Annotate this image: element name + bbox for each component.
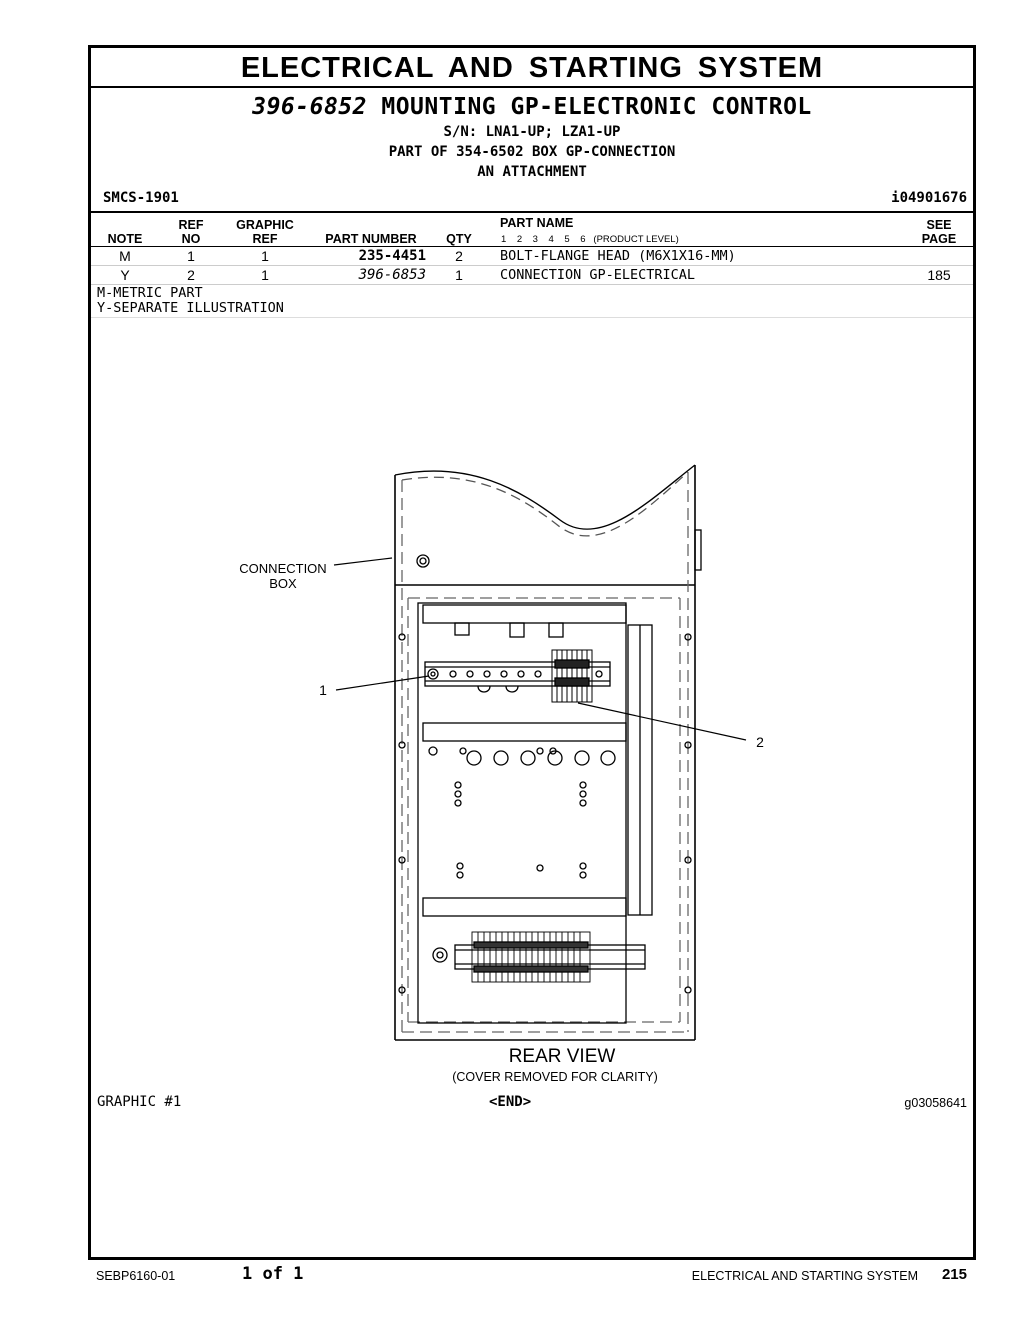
row-graphic-ref: 1 [261,267,269,283]
table-top-rule [91,211,973,213]
row-ref-no: 2 [187,267,195,283]
row-part-number[interactable]: 396-6853 [358,267,426,283]
header-product-levels: 1 2 3 4 5 6 (PRODUCT LEVEL) [501,234,679,245]
note-metric: M-METRIC PART [97,285,203,301]
smcs-code: SMCS-1901 [103,190,179,206]
row-qty: 1 [455,267,463,283]
callout-2: 2 [756,734,764,750]
row-see-page[interactable]: 185 [927,267,951,283]
view-title: REAR VIEW [509,1046,616,1067]
note-separate: Y-SEPARATE ILLUSTRATION [97,300,284,316]
page-number: 215 [941,1266,967,1283]
pagination: 1 of 1 [242,1264,304,1284]
row-ref-no: 1 [187,248,195,264]
view-subtitle: (COVER REMOVED FOR CLARITY) [452,1070,658,1084]
callout-connection-box-line2: BOX [269,576,297,591]
callout-connection-box-line1: CONNECTION [239,561,326,576]
graphic-label: GRAPHIC #1 [97,1094,182,1110]
row-part-number[interactable]: 235-4451 [358,248,426,264]
callout-1: 1 [319,682,327,698]
footer-section: ELECTRICAL AND STARTING SYSTEM [691,1269,918,1283]
row-qty: 2 [455,248,463,264]
header-see-page-bottom: PAGE [921,232,957,246]
row-part-name: CONNECTION GP-ELECTRICAL [500,267,696,283]
header-part-number: PART NUMBER [325,232,417,246]
doc-number: SEBP6160-01 [96,1269,176,1283]
header-see-page-top: SEE [926,218,952,232]
header-ref-no-top: REF [178,218,204,232]
header-graphic-ref-bottom: REF [252,232,278,246]
notes-divider [91,317,973,318]
part-of-line: PART OF 354-6502 BOX GP-CONNECTION [388,144,676,160]
illustration-id: i04901676 [891,190,967,206]
serial-numbers: S/N: LNA1-UP; LZA1-UP [443,124,621,140]
end-label: <END> [489,1094,532,1110]
page-frame: ELECTRICAL AND STARTING SYSTEM 396-6852 … [88,45,976,1260]
graphic-id: g03058641 [904,1096,967,1110]
header-graphic-ref-top: GRAPHIC [236,218,294,232]
section-title: ELECTRICAL AND STARTING SYSTEM [91,48,973,88]
row-graphic-ref: 1 [261,248,269,264]
row-divider [91,284,973,285]
header-rule [91,246,973,247]
header-ref-no-bottom: NO [181,232,201,246]
row-note: M [119,248,131,264]
attachment-line: AN ATTACHMENT [477,164,587,180]
row-note: Y [120,267,130,283]
group-part-number[interactable]: 396-6852 [252,94,367,120]
row-part-name: BOLT-FLANGE HEAD (M6X1X16-MM) [500,248,736,264]
group-name: MOUNTING GP-ELECTRONIC CONTROL [381,94,812,120]
row-divider [91,265,973,266]
group-title: 396-6852 MOUNTING GP-ELECTRONIC CONTROL [91,94,973,120]
header-note: NOTE [107,232,143,246]
header-part-name: PART NAME [500,216,574,230]
header-qty: QTY [446,232,472,246]
